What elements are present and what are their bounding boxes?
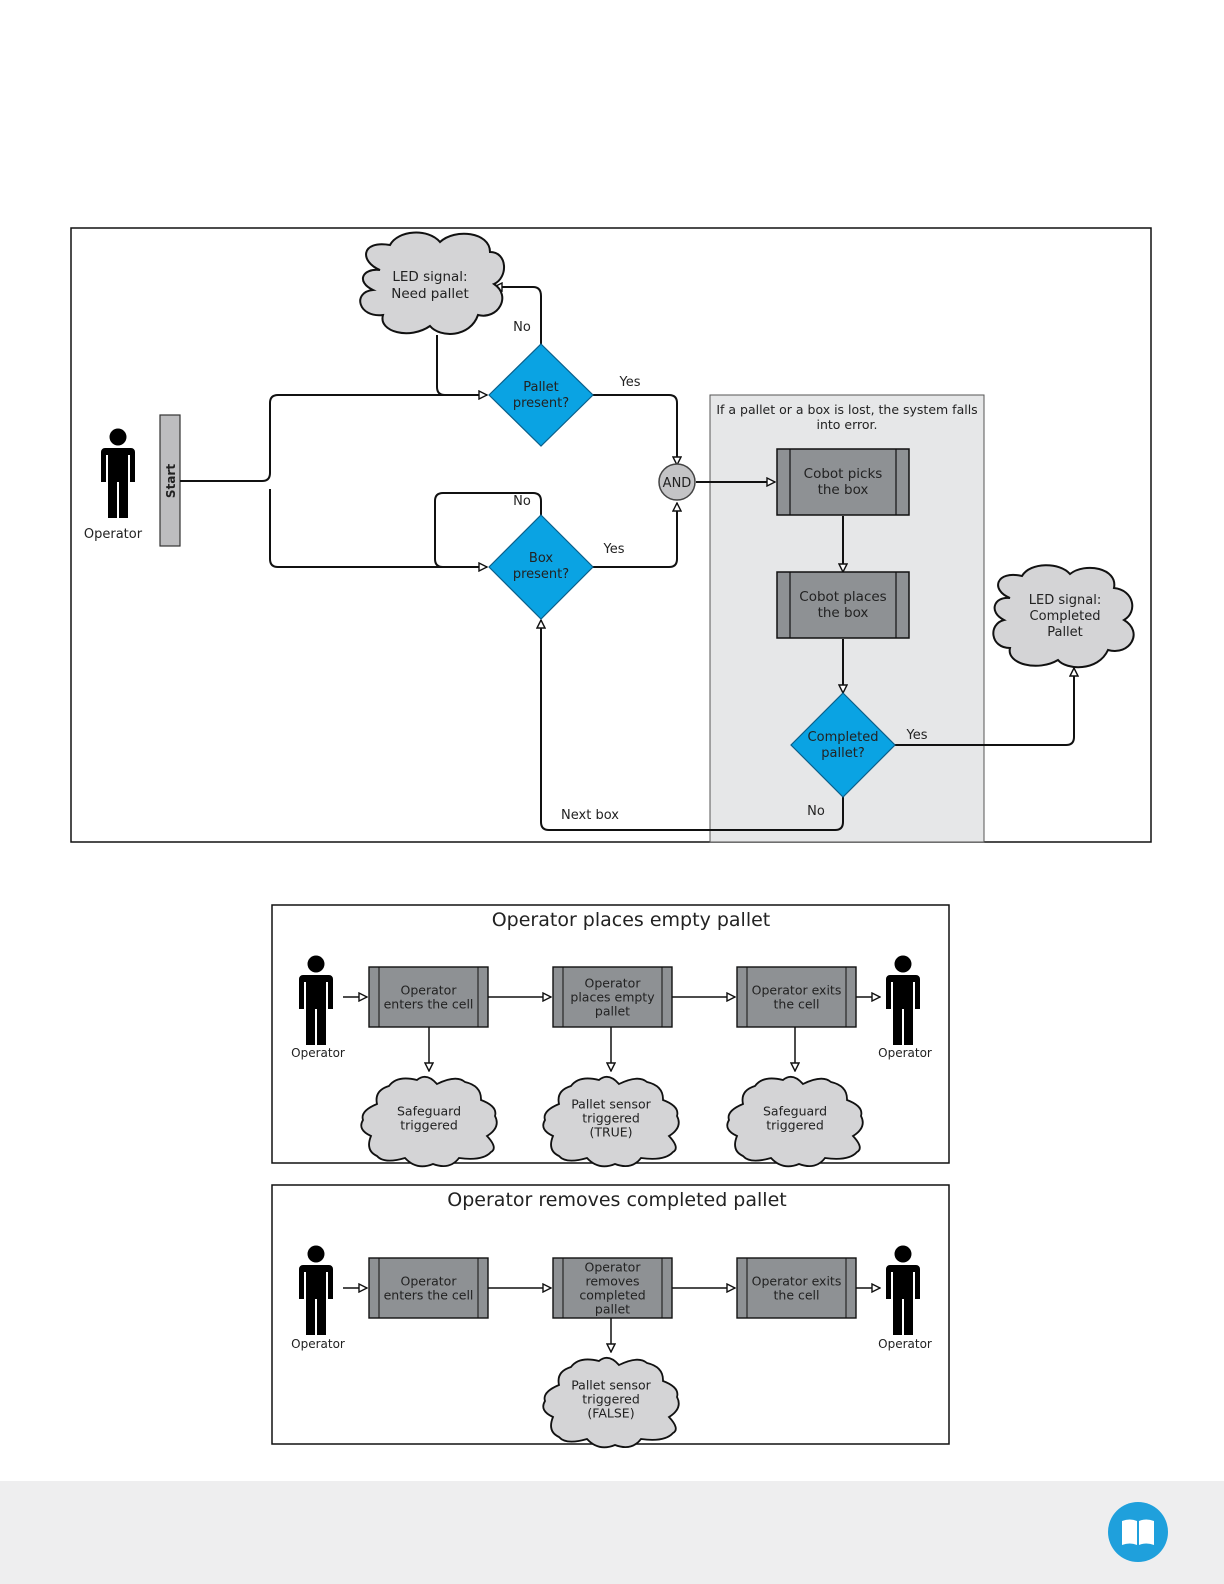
text-line: enters the cell <box>384 1287 474 1302</box>
signal-completed-pallet: LED signal: Completed Pallet <box>992 564 1135 669</box>
pallet-no-label: No <box>513 320 531 335</box>
edge-pallet-no <box>494 287 542 344</box>
completed-pallet-line1: Completed <box>808 730 879 745</box>
completed-signal-line3: Pallet <box>1047 625 1083 640</box>
text-line: the cell <box>774 996 820 1011</box>
text-line: pallet <box>595 1003 630 1018</box>
edge-box-no-loop <box>434 492 542 568</box>
flow-place-connectors <box>343 997 880 1071</box>
start-label: Start <box>164 464 178 498</box>
and-gate: AND <box>658 463 696 501</box>
completed-pallet-line2: pallet? <box>821 746 864 761</box>
operator-right-label: Operator <box>878 1337 932 1351</box>
need-pallet-line2: Need pallet <box>391 286 469 302</box>
need-pallet-line1: LED signal: <box>392 269 467 285</box>
page-footer <box>0 1481 1224 1584</box>
operator-label: Operator <box>84 527 143 542</box>
text-line: removes <box>586 1273 640 1288</box>
process-cobot-picks: Cobot picks the box <box>776 448 910 516</box>
book-icon <box>1122 1519 1154 1545</box>
decision-completed-pallet: Completed pallet? <box>790 692 896 798</box>
text-line: triggered <box>582 1110 640 1125</box>
pallet-yes-label: Yes <box>619 375 641 390</box>
connectors <box>180 287 1074 831</box>
cobot-places-line1: Cobot places <box>799 589 886 605</box>
error-zone-note-line2: into error. <box>816 417 877 432</box>
flow-remove-title: Operator removes completed pallet <box>447 1189 786 1211</box>
next-box-label: Next box <box>561 808 619 823</box>
completed-no-label: No <box>807 804 825 819</box>
text-line: Operator exits <box>752 1273 842 1288</box>
text-line: completed <box>579 1287 645 1302</box>
text-line: Operator <box>401 982 458 997</box>
signal-need-pallet: LED signal: Need pallet <box>359 231 505 335</box>
flow-remove-completed-pallet: Operator removes completed pallet Operat… <box>271 1184 950 1449</box>
box-present-line1: Box <box>529 551 553 566</box>
book-button[interactable] <box>1108 1502 1168 1562</box>
text-line: Safeguard <box>763 1103 827 1118</box>
cobot-picks-line1: Cobot picks <box>804 466 883 482</box>
flow-place-title: Operator places empty pallet <box>492 909 771 931</box>
completed-signal-line1: LED signal: <box>1029 593 1101 608</box>
text-line: (TRUE) <box>589 1124 632 1139</box>
process-cobot-places: Cobot places the box <box>776 571 910 639</box>
text-line: triggered <box>400 1117 458 1132</box>
edge-box-yes <box>593 503 677 568</box>
completed-signal-line2: Completed <box>1030 609 1101 624</box>
text-line: Safeguard <box>397 1103 461 1118</box>
edge-completed-yes <box>895 668 1074 746</box>
box-present-line2: present? <box>513 567 569 582</box>
text-line: Pallet sensor <box>571 1377 651 1392</box>
flow-remove-connectors <box>343 1288 880 1352</box>
main-flowchart: If a pallet or a box is lost, the system… <box>70 227 1152 843</box>
text-line: Operator <box>401 1273 458 1288</box>
pallet-present-line2: present? <box>513 396 569 411</box>
start-bar[interactable]: Start <box>159 414 181 547</box>
text-line: Pallet sensor <box>571 1096 651 1111</box>
text-line: places empty <box>570 989 655 1004</box>
text-line: (FALSE) <box>587 1405 634 1420</box>
text-line: enters the cell <box>384 996 474 1011</box>
completed-yes-label: Yes <box>906 728 928 743</box>
cobot-picks-line2: the box <box>818 482 869 498</box>
text-line: triggered <box>766 1117 824 1132</box>
decision-box-present: Box present? <box>488 514 594 620</box>
cobot-places-line2: the box <box>818 605 869 621</box>
main-flowchart-frame <box>70 227 1152 843</box>
box-no-label: No <box>513 494 531 509</box>
text-line: Operator exits <box>752 982 842 997</box>
error-zone-note-line1: If a pallet or a box is lost, the system… <box>716 402 977 417</box>
operator-right-label: Operator <box>878 1046 932 1060</box>
edge-start-to-box <box>269 489 487 567</box>
decision-pallet-present: Pallet present? <box>488 343 594 447</box>
text-line: the cell <box>774 1287 820 1302</box>
edge-next-box <box>541 620 844 831</box>
operator-left-label: Operator <box>291 1337 345 1351</box>
box-yes-label: Yes <box>603 542 625 557</box>
text-line: Operator <box>585 975 642 990</box>
edge-pallet-yes <box>593 394 677 465</box>
edge-start-to-pallet <box>180 395 487 482</box>
pallet-present-line1: Pallet <box>523 380 559 395</box>
text-line: Operator <box>585 1259 642 1274</box>
operator-left-label: Operator <box>291 1046 345 1060</box>
flow-place-empty-pallet: Operator places empty pallet Operator Op… <box>271 904 950 1168</box>
text-line: pallet <box>595 1301 630 1316</box>
and-gate-label: AND <box>663 476 692 491</box>
text-line: triggered <box>582 1391 640 1406</box>
edge-need-pallet-return <box>436 335 446 396</box>
